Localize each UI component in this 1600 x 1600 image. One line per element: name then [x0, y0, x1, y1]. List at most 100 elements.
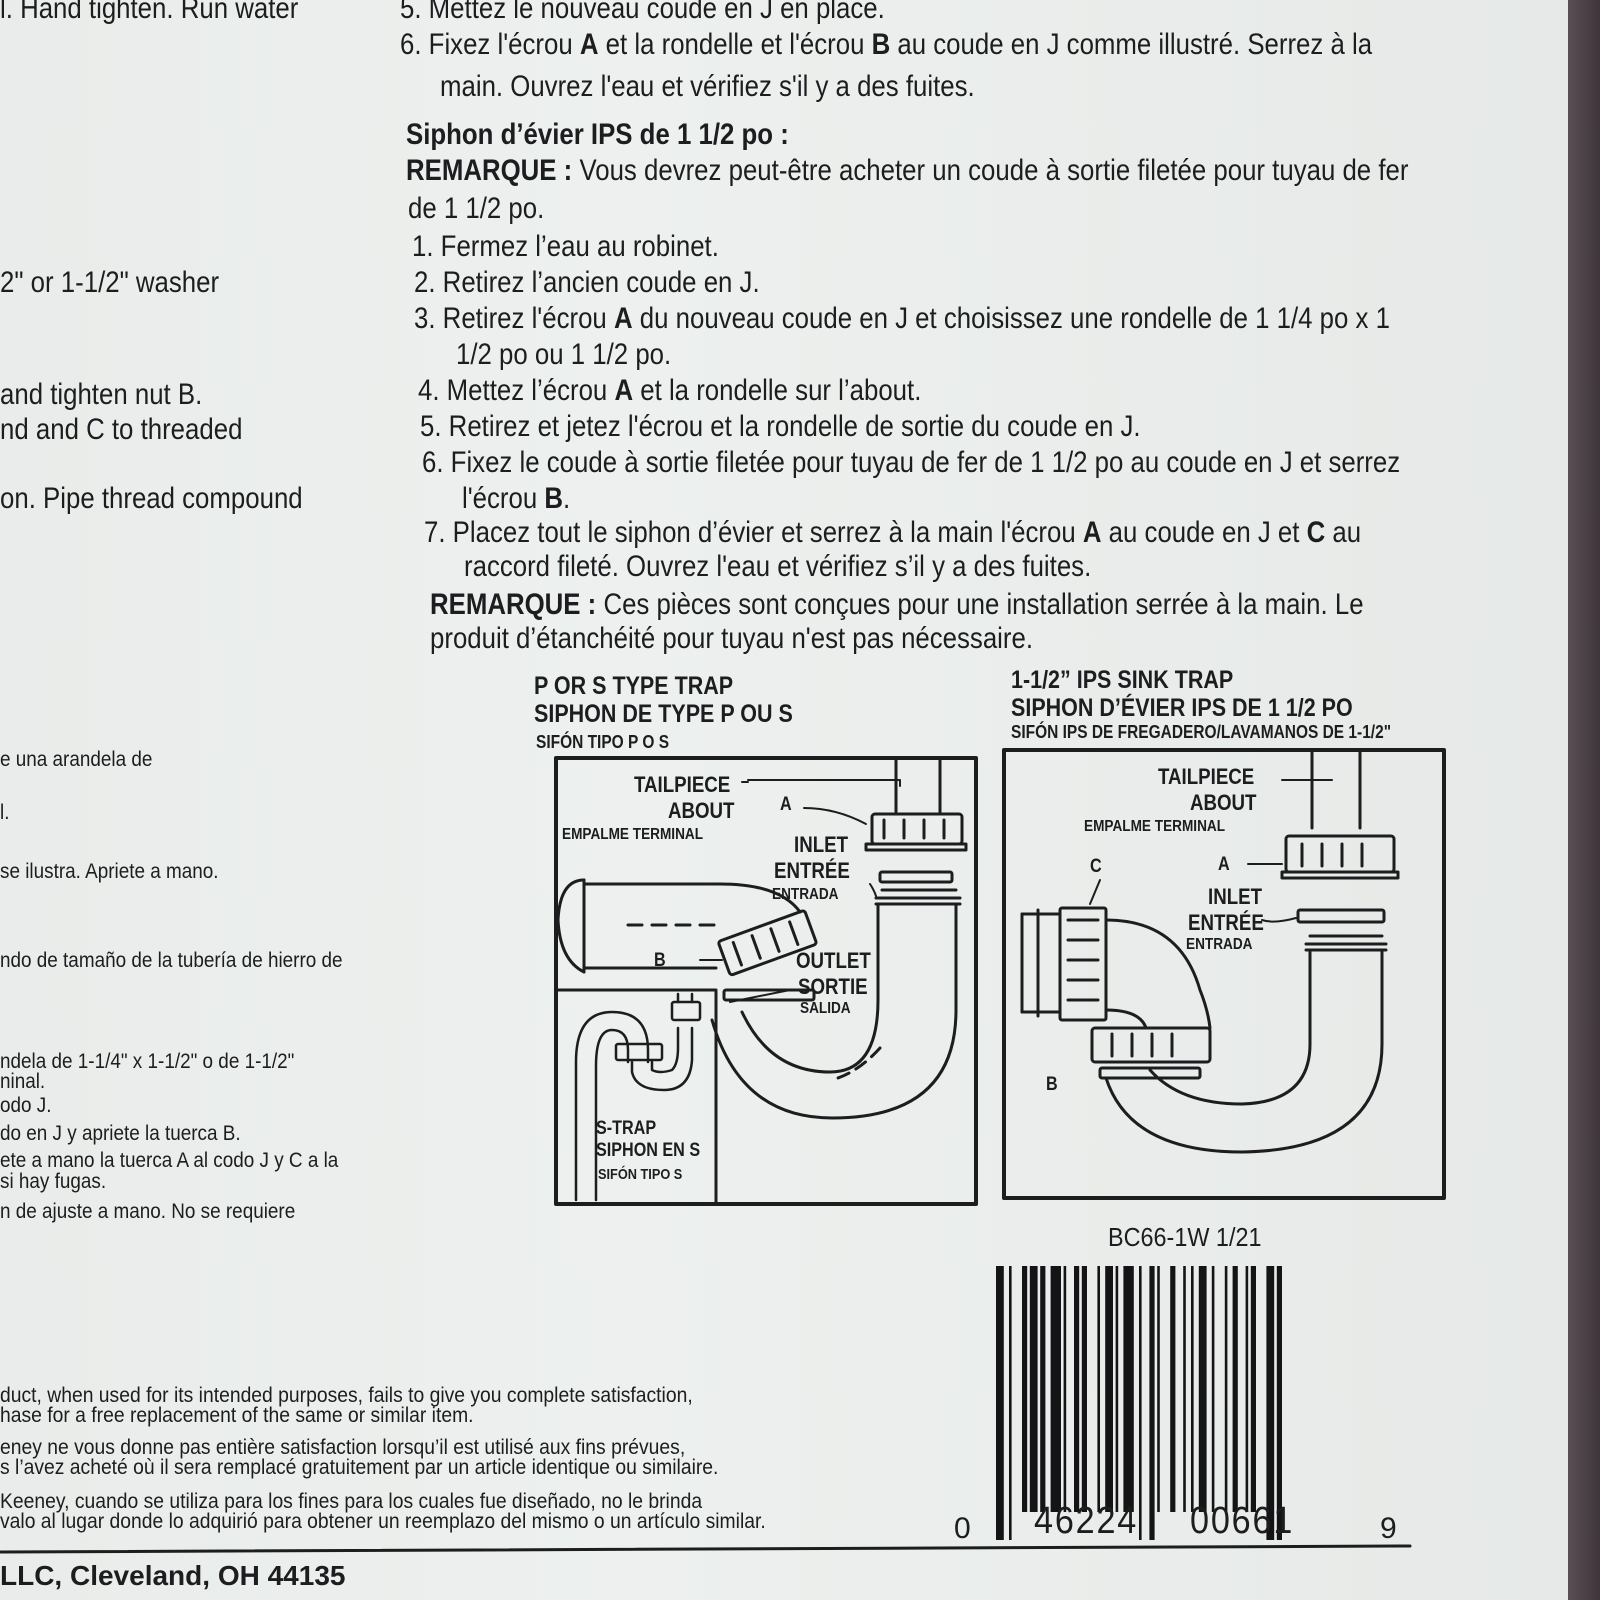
fr-step5-top: 5. Mettez le nouveau coude en J en place… [400, 0, 885, 25]
warranty-line: valo al lugar donde lo adquirió para obt… [0, 1510, 766, 1533]
fr-step6-top-line2: main. Ouvrez l'eau et vérifiez s'il y a … [440, 70, 975, 103]
barcode-digit-left: 0 [954, 1512, 971, 1545]
left-text-line: and tighten nut B. [0, 378, 203, 411]
left-spanish-line: ndo de tamaño de la tubería de hierro de [0, 949, 343, 972]
barcode-bar [1123, 1266, 1134, 1512]
barcode-bar [1063, 1266, 1067, 1512]
left-label-sortie: SORTIE [798, 974, 868, 999]
left-spanish-line: ndela de 1-1/4" x 1-1/2" o de 1-1/2" [0, 1050, 295, 1073]
warranty-line: s l’avez acheté où il sera remplacé grat… [0, 1456, 719, 1479]
right-label-c: C [1090, 856, 1102, 877]
fr-note-line2: de 1 1/2 po. [408, 192, 545, 225]
s-trap-drawing [574, 992, 702, 1202]
warranty-line: eney ne vous donne pas entière satisfact… [0, 1436, 686, 1459]
left-label-about: ABOUT [668, 798, 735, 823]
barcode-bar [1198, 1266, 1207, 1512]
right-label-empalme: EMPALME TERMINAL [1084, 818, 1226, 835]
barcode-bar [1157, 1266, 1160, 1512]
strap-label-es: SIFÓN TIPO S [598, 1166, 683, 1183]
product-code: BC66-1W 1/21 [1108, 1222, 1262, 1252]
barcode-bar [1191, 1266, 1194, 1512]
fr-step3-line2: 1/2 po ou 1 1/2 po. [456, 338, 672, 371]
barcode-bar [1266, 1266, 1275, 1540]
left-label-entree: ENTRÉE [774, 858, 850, 883]
right-washer [1296, 908, 1386, 924]
diagram-left-title-fr: SIPHON DE TYPE P OU S [534, 700, 793, 728]
right-j-bend [1104, 934, 1388, 1154]
left-spanish-line: l. [0, 801, 10, 824]
barcode-bar [1183, 1266, 1186, 1512]
fr-note2-line2: produit d’étanchéité pour tuyau n'est pa… [430, 622, 1034, 655]
fr-step6-top: 6. Fixez l'écrou A et la rondelle et l'é… [400, 28, 1373, 61]
barcode-bar [1115, 1266, 1119, 1512]
left-slip-nut-b [717, 909, 818, 977]
barcode-bar [1081, 1266, 1087, 1512]
right-label-about: ABOUT [1190, 790, 1257, 815]
strap-label-fr: SIPHON EN S [596, 1140, 701, 1161]
left-label-b: B [654, 950, 666, 971]
right-tailpiece [1310, 748, 1362, 830]
fr-step7: 7. Placez tout le siphon d’évier et serr… [424, 516, 1362, 549]
barcode-bar [1009, 1266, 1012, 1540]
left-spanish-line: se ilustra. Apriete a mano. [0, 860, 219, 883]
left-text-line: on. Pipe thread compound [0, 482, 303, 515]
left-outlet-washer [722, 988, 816, 1002]
right-label-entree: ENTRÉE [1188, 910, 1264, 935]
left-text-line: nd and C to threaded [0, 413, 243, 446]
right-label-tailpiece: TAILPIECE [1158, 764, 1255, 789]
barcode-bar [1170, 1266, 1176, 1512]
left-spanish-line: odo J. [0, 1094, 52, 1117]
right-leader-lines [1089, 779, 1333, 923]
fr-section-heading: Siphon d’évier IPS de 1 1/2 po : [406, 118, 789, 151]
barcode-bar [1074, 1266, 1080, 1512]
barcode-bar [1224, 1266, 1228, 1512]
barcode-bar [1097, 1266, 1100, 1512]
barcode-digit-right: 9 [1380, 1512, 1397, 1545]
left-spanish-line: e una arandela de [0, 748, 153, 771]
left-spanish-line: do en J y apriete la tuerca B. [0, 1122, 241, 1145]
barcode-bar [1245, 1266, 1249, 1512]
left-label-entrada: ENTRADA [772, 886, 839, 903]
left-spanish-line: n de ajuste a mano. No se requiere [0, 1200, 296, 1223]
barcode-digits-group2: 00661 [1190, 1500, 1295, 1542]
left-spanish-line: ete a mano la tuerca A al codo J y C a l… [0, 1149, 339, 1172]
barcode-bar [1050, 1266, 1061, 1512]
barcode-bar [1105, 1266, 1113, 1512]
barcode-bar [1211, 1266, 1215, 1512]
left-tailpiece [894, 756, 942, 814]
diagram-right-title-en: 1-1/2” IPS SINK TRAP [1011, 666, 1234, 694]
right-label-entrada: ENTRADA [1186, 936, 1253, 953]
left-label-inlet: INLET [794, 832, 849, 857]
fr-step4: 4. Mettez l’écrou A et la rondelle sur l… [418, 374, 922, 407]
left-label-outlet: OUTLET [796, 948, 871, 973]
background-edge [1568, 0, 1600, 1600]
left-label-empalme: EMPALME TERMINAL [562, 826, 704, 843]
footer-address: LLC, Cleveland, OH 44135 [0, 1560, 346, 1591]
left-leader-lines [699, 781, 877, 1003]
right-label-a: A [1218, 854, 1230, 875]
left-washer [878, 870, 954, 884]
barcode-bar [1022, 1266, 1028, 1512]
fr-note: REMARQUE : Vous devrez peut-être acheter… [406, 154, 1409, 187]
left-spanish-line: si hay fugas. [0, 1170, 107, 1193]
fr-step2: 2. Retirez l’ancien coude en J. [414, 266, 760, 299]
fr-step7-line2: raccord fileté. Ouvrez l'eau et vérifiez… [464, 550, 1092, 583]
right-label-b: B [1046, 1074, 1058, 1095]
right-threaded-elbow [1020, 906, 1212, 1030]
fr-step5: 5. Retirez et jetez l'écrou et la rondel… [420, 410, 1141, 443]
left-text-line: l. Hand tighten. Run water [0, 0, 299, 25]
left-label-salida: SALIDA [800, 1000, 851, 1017]
right-label-inlet: INLET [1208, 884, 1263, 909]
left-text-line: 2" or 1-1/2" washer [0, 266, 220, 299]
footer-rule [0, 1544, 1412, 1554]
fr-step1: 1. Fermez l’eau au robinet. [412, 230, 719, 263]
diagram-right-title-es: SIFÓN IPS DE FREGADERO/LAVAMANOS DE 1-1/… [1011, 722, 1392, 742]
diagram-left-title-en: P OR S TYPE TRAP [534, 672, 734, 700]
barcode-digits-group1: 46224 [1034, 1500, 1139, 1542]
barcode-bar [1276, 1266, 1282, 1540]
strap-label-en: S-TRAP [596, 1118, 657, 1139]
diagram-right-title-fr: SIPHON D’ÉVIER IPS DE 1 1/2 PO [1011, 694, 1353, 722]
